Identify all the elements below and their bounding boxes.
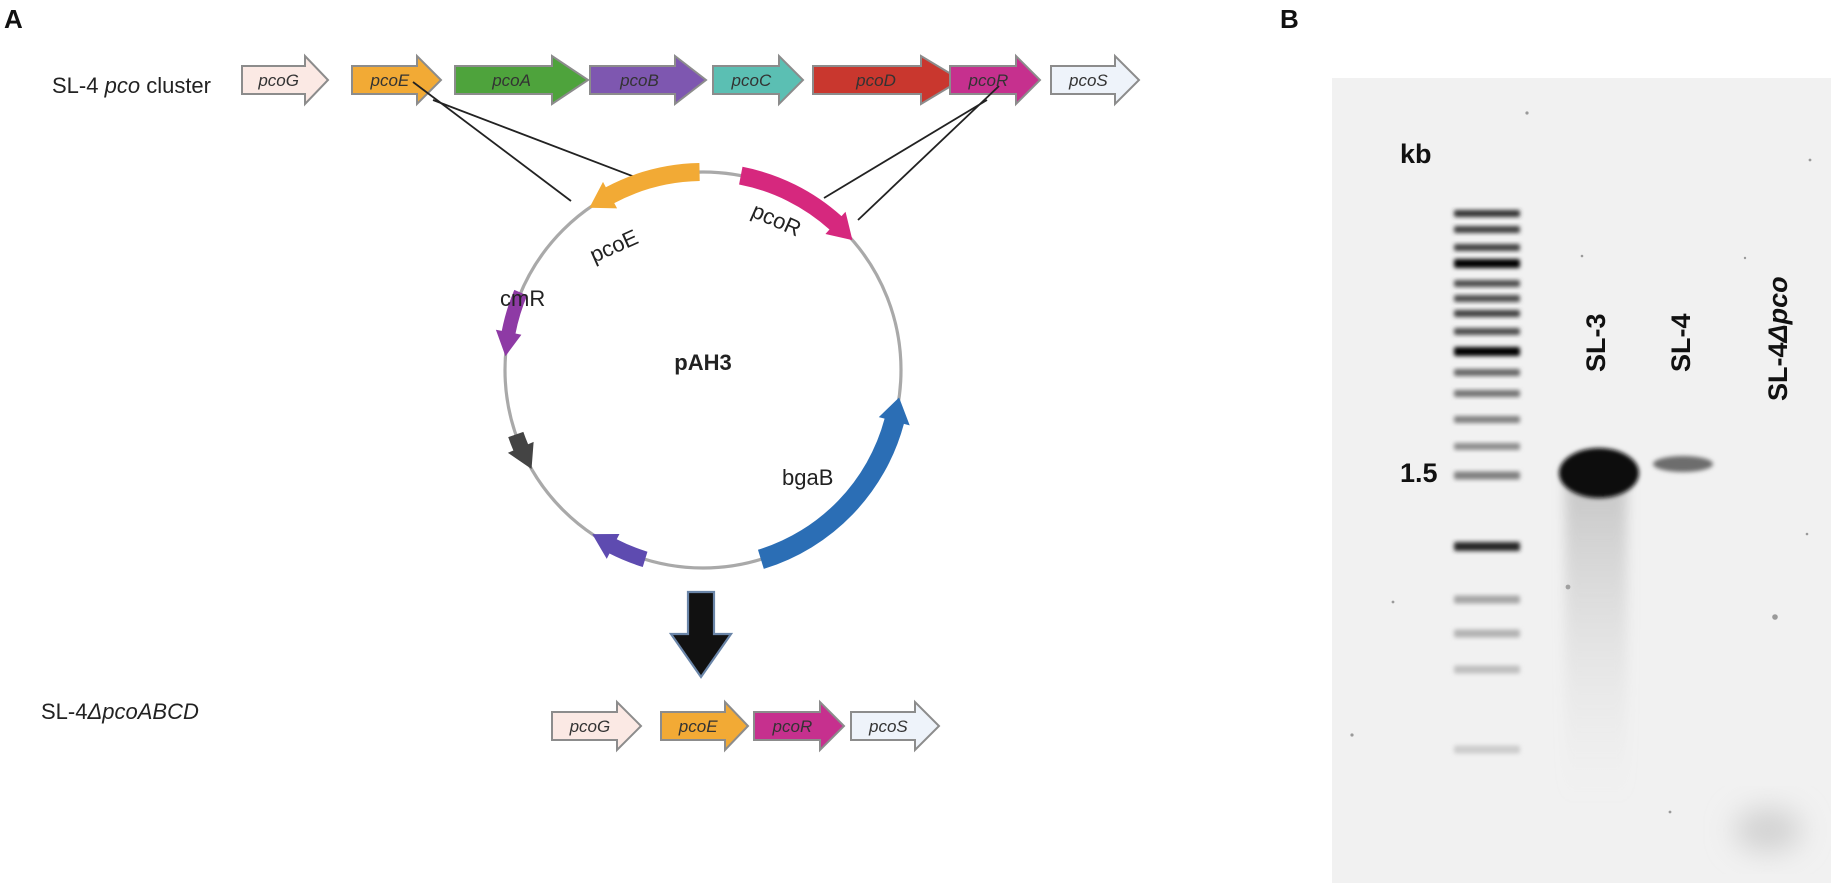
- plasmid-backbone: [503, 170, 903, 570]
- top_row-gene-label-pcoD: pcoD: [855, 71, 896, 90]
- gel-haze: [1734, 808, 1802, 852]
- top_row-gene-arrow-pcoD: [812, 54, 963, 106]
- bottom_row-gene-label-pcoE: pcoE: [678, 717, 718, 736]
- big-down-arrow: [668, 590, 734, 679]
- lane-label-sl4-delta-pco: SL-4Δpco: [1763, 276, 1793, 401]
- plasmid-pcoE-feature: [589, 163, 700, 209]
- lane-sl4-band: [1653, 456, 1713, 472]
- panel-b-letter: B: [1280, 4, 1299, 34]
- panel-a-letter: A: [4, 4, 23, 34]
- pcoE-connector-line-2: [432, 99, 641, 180]
- ladder-band: [1454, 443, 1520, 450]
- plasmid-unlabeled-purple-feature: [592, 533, 648, 567]
- bgaB-label: bgaB: [782, 465, 833, 490]
- plasmid-pcoR-feature: [739, 166, 853, 241]
- bottom_row-gene-arrow-pcoS: [850, 699, 941, 753]
- ladder-band: [1454, 629, 1520, 638]
- ladder-band: [1454, 244, 1520, 251]
- ladder-band: [1454, 259, 1520, 268]
- plasmid-cmR-feature: [495, 289, 528, 357]
- plasmid-bgaB-feature: [757, 397, 910, 569]
- plasmid-features: [495, 163, 910, 569]
- bottom_row-gene-arrow-pcoG: [551, 699, 643, 753]
- ladder-band: [1454, 280, 1520, 287]
- kb-unit-label: kb: [1400, 139, 1432, 169]
- top_row-gene-arrow-pcoS: [1050, 53, 1141, 107]
- top_row-gene-label-pcoR: pcoR: [968, 71, 1009, 90]
- bottom_row-gene-arrow-pcoR: [753, 699, 846, 753]
- top_row-gene-arrow-pcoC: [712, 53, 805, 107]
- ladder-band: [1454, 745, 1520, 754]
- top-gene-cluster: pcoG pcoE pcoA pcoB pcoC pcoD pcoR pcoS: [241, 53, 1141, 107]
- ladder-band: [1454, 471, 1520, 480]
- ladder-band: [1454, 226, 1520, 233]
- top_row-gene-arrow-pcoB: [589, 53, 708, 107]
- marker-1-5-label: 1.5: [1400, 458, 1438, 488]
- lane-sl3-band: [1559, 448, 1639, 498]
- top_row-gene-label-pcoC: pcoC: [731, 71, 772, 90]
- ladder-band: [1454, 347, 1520, 356]
- bottom_row-gene-label-pcoR: pcoR: [772, 717, 813, 736]
- pcoE-connector-line-1: [412, 81, 572, 202]
- ladder-band: [1454, 595, 1520, 604]
- top_row-gene-arrow-pcoR: [949, 53, 1042, 107]
- top_row-gene-arrow-pcoG: [241, 53, 330, 107]
- top_row-gene-label-pcoS: pcoS: [1068, 71, 1108, 90]
- lane-label-sl3: SL-3: [1581, 313, 1611, 372]
- lane-sl3-smear: [1565, 470, 1627, 800]
- ladder-band: [1454, 390, 1520, 397]
- top_row-gene-label-pcoE: pcoE: [370, 71, 410, 90]
- plasmid-name: pAH3: [674, 350, 731, 375]
- bottom_row-gene-arrow-pcoE: [660, 699, 750, 753]
- top-row-label: SL-4 pco cluster: [52, 73, 211, 98]
- pcoR-connector-line-1: [823, 99, 988, 199]
- ladder-band: [1454, 665, 1520, 674]
- cmR-label: cmR: [500, 286, 545, 311]
- pcoR-connector-line-2: [857, 85, 1000, 221]
- ladder-band: [1454, 542, 1520, 551]
- top_row-gene-label-pcoB: pcoB: [619, 71, 659, 90]
- plasmid-unlabeled-dark-feature: [507, 431, 534, 469]
- bottom_row-gene-label-pcoS: pcoS: [868, 717, 908, 736]
- top_row-gene-arrow-pcoE: [351, 53, 443, 107]
- top_row-gene-label-pcoA: pcoA: [491, 71, 531, 90]
- bottom_row-gene-label-pcoG: pcoG: [569, 717, 611, 736]
- ladder-band: [1454, 295, 1520, 302]
- top_row-gene-arrow-pcoA: [454, 54, 590, 106]
- recombination-lines: [412, 81, 1000, 221]
- ladder-band: [1454, 210, 1520, 217]
- ladder-band: [1454, 369, 1520, 376]
- ladder-band: [1454, 328, 1520, 335]
- ladder-band: [1454, 416, 1520, 423]
- bottom-row-label: SL-4ΔpcoABCD: [41, 699, 199, 724]
- dna-ladder: [1454, 210, 1520, 754]
- ladder-band: [1454, 310, 1520, 317]
- gel-image: [1332, 78, 1831, 883]
- pcoE-plasmid-label: pcoE: [586, 224, 642, 267]
- plasmid-map: pAH3 cmR bgaB pcoE pcoR: [495, 163, 910, 570]
- lane-label-sl4: SL-4: [1666, 313, 1696, 372]
- bottom-gene-cluster: pcoG pcoE pcoR pcoS: [551, 699, 941, 753]
- top_row-gene-label-pcoG: pcoG: [257, 71, 299, 90]
